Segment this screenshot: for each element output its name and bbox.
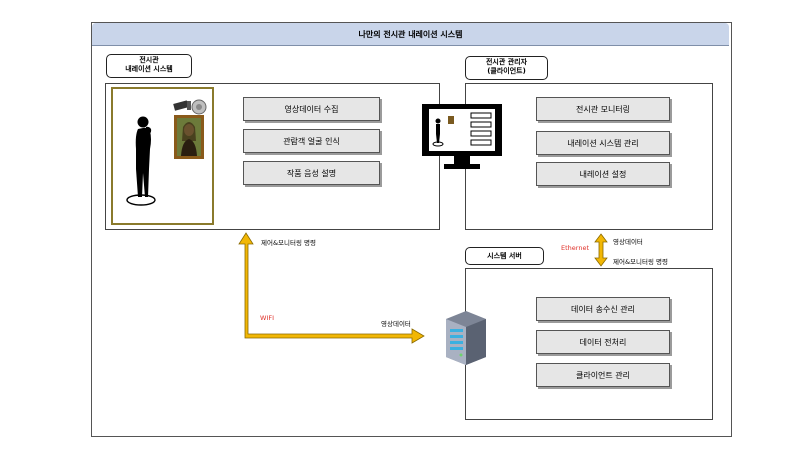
function-narration-manage: 내레이션 시스템 관리	[536, 131, 670, 155]
server-label: 시스템 서버	[465, 247, 544, 265]
admin-client-label-line2: (클라이언트)	[487, 67, 526, 75]
function-narration-manage-text: 내레이션 시스템 관리	[567, 138, 639, 148]
function-face-recognition-text: 관람객 얼굴 인식	[283, 136, 340, 146]
function-video-collect: 영상데이터 수집	[243, 97, 380, 121]
admin-client-label-line1: 전시관 관리자	[485, 58, 528, 66]
function-monitoring-text: 전시관 모니터링	[575, 104, 631, 114]
wifi-up-text: 제어&모니터링 명령	[261, 239, 316, 247]
server-label-text: 시스템 서버	[487, 252, 522, 260]
function-data-transfer-text: 데이터 송수신 관리	[571, 304, 635, 314]
camera-speaker-icon	[173, 99, 207, 115]
admin-client-label: 전시관 관리자 (클라이언트)	[465, 56, 548, 80]
wifi-right-text: 영상데이터	[381, 320, 411, 328]
function-voice-explain-text: 작품 음성 설명	[286, 168, 337, 178]
narration-system-label-line2: 내레이션 시스템	[125, 65, 173, 73]
function-client-manage-text: 클라이언트 관리	[575, 370, 631, 380]
function-preprocessing: 데이터 전처리	[536, 330, 670, 354]
function-face-recognition: 관람객 얼굴 인식	[243, 129, 380, 153]
ethernet-up-text: 영상데이터	[613, 238, 643, 246]
function-client-manage: 클라이언트 관리	[536, 363, 670, 387]
function-narration-settings-text: 내레이션 설정	[579, 169, 627, 179]
ethernet-down-text: 제어&모니터링 명령	[613, 258, 668, 266]
function-video-collect-text: 영상데이터 수집	[284, 104, 339, 114]
function-monitoring: 전시관 모니터링	[536, 97, 670, 121]
wifi-label: WIFI	[260, 314, 274, 322]
mona-lisa-painting-icon	[174, 115, 204, 159]
function-narration-settings: 내레이션 설정	[536, 162, 670, 186]
visitor-silhouette-icon	[126, 116, 156, 206]
ethernet-label: Ethernet	[561, 244, 589, 252]
diagram-title-text: 나만의 전시관 내레이션 시스템	[358, 29, 463, 39]
function-data-transfer: 데이터 송수신 관리	[536, 297, 670, 321]
narration-system-label: 전시관 내레이션 시스템	[106, 54, 192, 78]
narration-system-label-line1: 전시관	[139, 56, 159, 64]
function-preprocessing-text: 데이터 전처리	[579, 337, 627, 347]
monitor-icon	[422, 104, 502, 169]
diagram-title: 나만의 전시관 내레이션 시스템	[92, 23, 729, 46]
function-voice-explain: 작품 음성 설명	[243, 161, 380, 185]
wifi-connection-arrow	[238, 232, 425, 344]
ethernet-connection-arrow	[594, 233, 608, 267]
server-icon	[446, 311, 486, 365]
